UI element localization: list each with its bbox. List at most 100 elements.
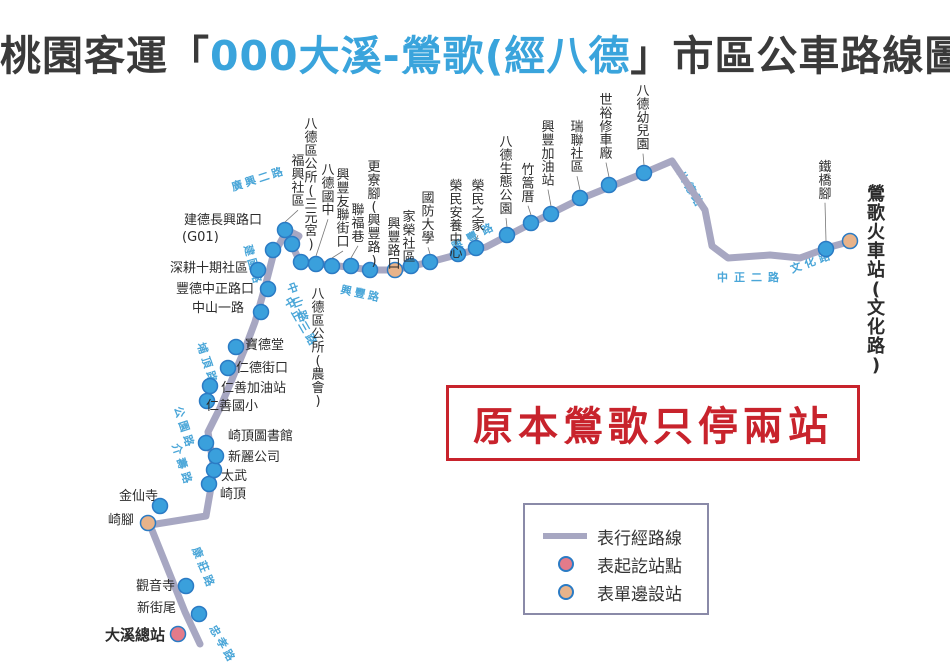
stop-marker bbox=[498, 226, 516, 244]
station-label: 八德區公所(農會) bbox=[311, 287, 324, 409]
stop-marker bbox=[402, 257, 420, 275]
station-label: 家榮社區 bbox=[402, 209, 415, 265]
station-label: 興豐友聯街口 bbox=[336, 168, 349, 250]
road-label: 忠孝路 bbox=[206, 623, 239, 666]
leader-line bbox=[331, 250, 344, 259]
station-label: 鶯歌火車站(文化路) bbox=[867, 183, 886, 376]
legend-route: 表行經路線 bbox=[543, 525, 682, 549]
leader-line bbox=[824, 202, 827, 242]
station-label: 聯福巷 bbox=[351, 203, 364, 245]
title-prefix: 桃園客運「 bbox=[0, 32, 210, 80]
station-label: 八德幼兒園 bbox=[636, 84, 649, 153]
stop-marker bbox=[361, 261, 379, 279]
stop-marker bbox=[197, 434, 215, 452]
station-label: 瑞聯社區 bbox=[570, 120, 583, 175]
station-label: 崎腳 bbox=[108, 513, 134, 528]
road-label: 中正二路 bbox=[717, 270, 785, 284]
stop-marker bbox=[249, 261, 267, 279]
legend-terminal-label: 表起訖站點 bbox=[597, 556, 682, 577]
legend-line-swatch bbox=[543, 533, 587, 539]
stop-marker bbox=[307, 255, 325, 273]
stop-marker bbox=[139, 514, 157, 532]
station-label: 金仙寺 bbox=[119, 488, 158, 504]
stop-marker bbox=[190, 605, 208, 623]
station-label: 榮民之家 bbox=[471, 179, 484, 234]
legend-oneway-label: 表單邊設站 bbox=[597, 584, 682, 605]
stop-marker bbox=[817, 240, 835, 258]
station-label: 榮民安養中心 bbox=[449, 179, 462, 261]
station-label: 大溪總站 bbox=[105, 626, 165, 644]
leader-line bbox=[475, 235, 479, 241]
stop-marker bbox=[205, 461, 223, 479]
leader-line bbox=[576, 176, 581, 191]
station-label: 鐵橋腳 bbox=[818, 159, 831, 202]
stop-marker bbox=[323, 257, 341, 275]
station-label: 新街尾 bbox=[137, 600, 176, 616]
stop-marker bbox=[252, 303, 270, 321]
station-label: 深耕十期社區 bbox=[170, 260, 248, 276]
stop-marker bbox=[841, 232, 859, 250]
stop-marker bbox=[449, 245, 467, 263]
legend-oneway-swatch bbox=[558, 584, 574, 600]
leader-line bbox=[527, 205, 532, 216]
station-label: 觀音寺 bbox=[136, 578, 175, 594]
station-label: 興豐加油站 bbox=[541, 120, 554, 189]
station-sublabel: (G01) bbox=[182, 230, 219, 245]
road-label: 廣興二路 bbox=[230, 163, 288, 194]
leader-line bbox=[284, 209, 299, 223]
stop-marker bbox=[342, 257, 360, 275]
station-label: 世裕修車廠 bbox=[599, 93, 612, 162]
stop-marker bbox=[276, 221, 294, 239]
station-label: 竹篙厝 bbox=[521, 163, 534, 205]
title-route: 000大溪-鶯歌(經八德 bbox=[210, 32, 631, 80]
stop-marker bbox=[201, 377, 219, 395]
legend: 表行經路線 表起訖站點 表單邊設站 bbox=[523, 503, 709, 615]
station-label: 福興社區 bbox=[291, 154, 304, 209]
leader-line bbox=[315, 219, 329, 257]
stop-marker bbox=[522, 214, 540, 232]
map-title: 桃園客運「000大溪-鶯歌(經八德」市區公車路線圖 bbox=[0, 22, 950, 82]
station-label: 建德長興路口 bbox=[184, 212, 262, 228]
leader-line bbox=[505, 217, 508, 228]
stop-marker bbox=[283, 235, 301, 253]
station-label: 仁德街口 bbox=[236, 361, 288, 376]
legend-terminal-swatch bbox=[558, 556, 574, 572]
stop-marker bbox=[386, 261, 404, 279]
station-label: 新麗公司 bbox=[228, 449, 280, 465]
stop-marker bbox=[207, 447, 225, 465]
leader-line bbox=[642, 153, 645, 166]
stop-marker bbox=[151, 497, 169, 515]
stop-marker bbox=[259, 280, 277, 298]
station-label: 寶德堂 bbox=[245, 337, 284, 353]
legend-route-label: 表行經路線 bbox=[597, 528, 682, 549]
leader-line bbox=[547, 189, 552, 207]
stop-marker bbox=[219, 359, 237, 377]
station-label: 中山一路 bbox=[192, 300, 244, 316]
legend-oneway: 表單邊設站 bbox=[543, 581, 682, 605]
stop-marker bbox=[635, 164, 653, 182]
stop-marker bbox=[571, 189, 589, 207]
station-label: 八德區公所(三元宮) bbox=[304, 117, 317, 253]
station-label: 崎頂 bbox=[220, 487, 246, 502]
leader-line bbox=[427, 247, 431, 255]
stop-marker bbox=[169, 625, 187, 643]
stop-marker bbox=[227, 338, 245, 356]
station-label: 國防大學 bbox=[421, 191, 434, 246]
leader-line bbox=[350, 245, 359, 259]
stop-marker bbox=[177, 577, 195, 595]
stop-marker bbox=[200, 475, 218, 493]
stop-marker bbox=[264, 241, 282, 259]
stop-marker bbox=[600, 176, 618, 194]
station-labels: 大溪總站新街尾觀音寺崎腳金仙寺崎頂太武新麗公司崎頂圖書館仁善國小仁善加油站仁德街… bbox=[105, 84, 886, 644]
stop-marker bbox=[292, 253, 310, 271]
notice-box: 原本鶯歌只停兩站 bbox=[446, 385, 860, 461]
stop-marker bbox=[421, 253, 439, 271]
title-suffix: 」市區公車路線圖 bbox=[630, 32, 950, 80]
road-label: 興豐路 bbox=[339, 282, 383, 304]
station-label: 崎頂圖書館 bbox=[228, 429, 293, 444]
station-label: 仁善加油站 bbox=[221, 380, 286, 396]
station-label: 興豐路口 bbox=[387, 217, 400, 272]
station-label: 八德生態公園 bbox=[499, 135, 512, 217]
leader-line bbox=[605, 162, 610, 178]
